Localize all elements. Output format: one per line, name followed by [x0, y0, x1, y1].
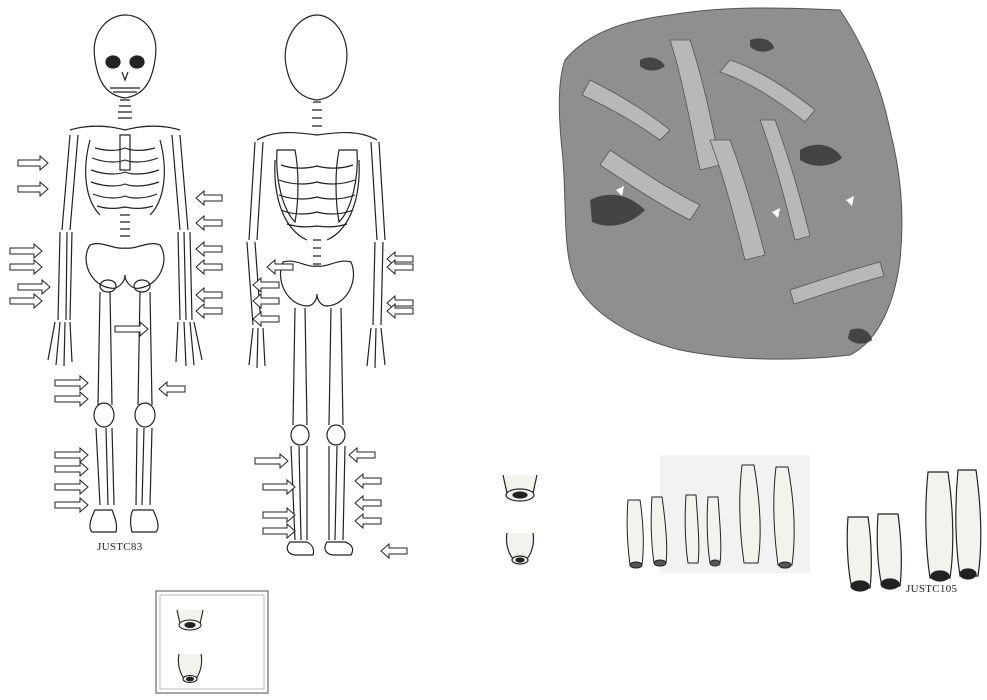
- long-bones-group: [620, 455, 810, 580]
- skeleton-front-diagram: [0, 0, 250, 560]
- arrow-right-icon: [255, 454, 295, 538]
- long-bones-justc105: [840, 462, 985, 592]
- arrow-right-icon: [10, 156, 148, 512]
- phalanx-bones-pair: [495, 465, 545, 575]
- fossil-slab-photo: [550, 0, 910, 365]
- skeleton-back-diagram: [235, 0, 435, 570]
- skull-back: [285, 15, 347, 100]
- specimen-label-justc105: JUSTC105: [906, 583, 957, 595]
- specimen-label-justc83: JUSTC83: [97, 541, 143, 553]
- arrow-left-icon: [159, 191, 222, 396]
- framed-bone-inset: [155, 590, 270, 695]
- pelvis: [86, 244, 164, 289]
- skull: [94, 15, 156, 98]
